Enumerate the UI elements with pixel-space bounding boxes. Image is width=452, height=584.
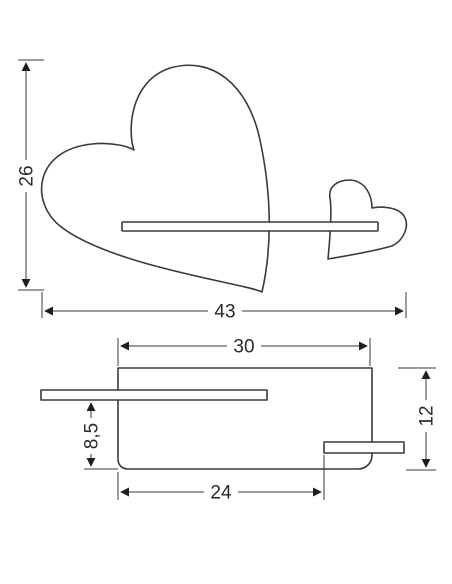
shelf-board [121, 221, 379, 232]
width-24-label-bg [204, 481, 238, 503]
width-24-label: 24 [210, 483, 232, 504]
height-12-label: 12 [417, 405, 438, 426]
width-43-label-bg [208, 300, 242, 322]
plan-view: 30 12 8,5 24 [40, 335, 438, 504]
plan-body-outline [117, 367, 373, 470]
height-12-label-bg [415, 400, 437, 432]
height-26-label: 26 [17, 165, 38, 186]
front-view: 26 43 [16, 59, 408, 323]
height-8-5-label-bg [80, 418, 102, 454]
plan-shelf-left [40, 389, 268, 401]
big-heart-shape [40, 64, 271, 293]
width-43-label: 43 [214, 302, 235, 323]
width-30-label: 30 [233, 337, 254, 358]
small-heart-shape [327, 179, 408, 260]
height-26-label-bg [16, 160, 36, 192]
plan-shelf-right [323, 441, 405, 454]
height-8-5-label: 8,5 [82, 423, 103, 449]
width-30-label-bg [227, 335, 261, 357]
